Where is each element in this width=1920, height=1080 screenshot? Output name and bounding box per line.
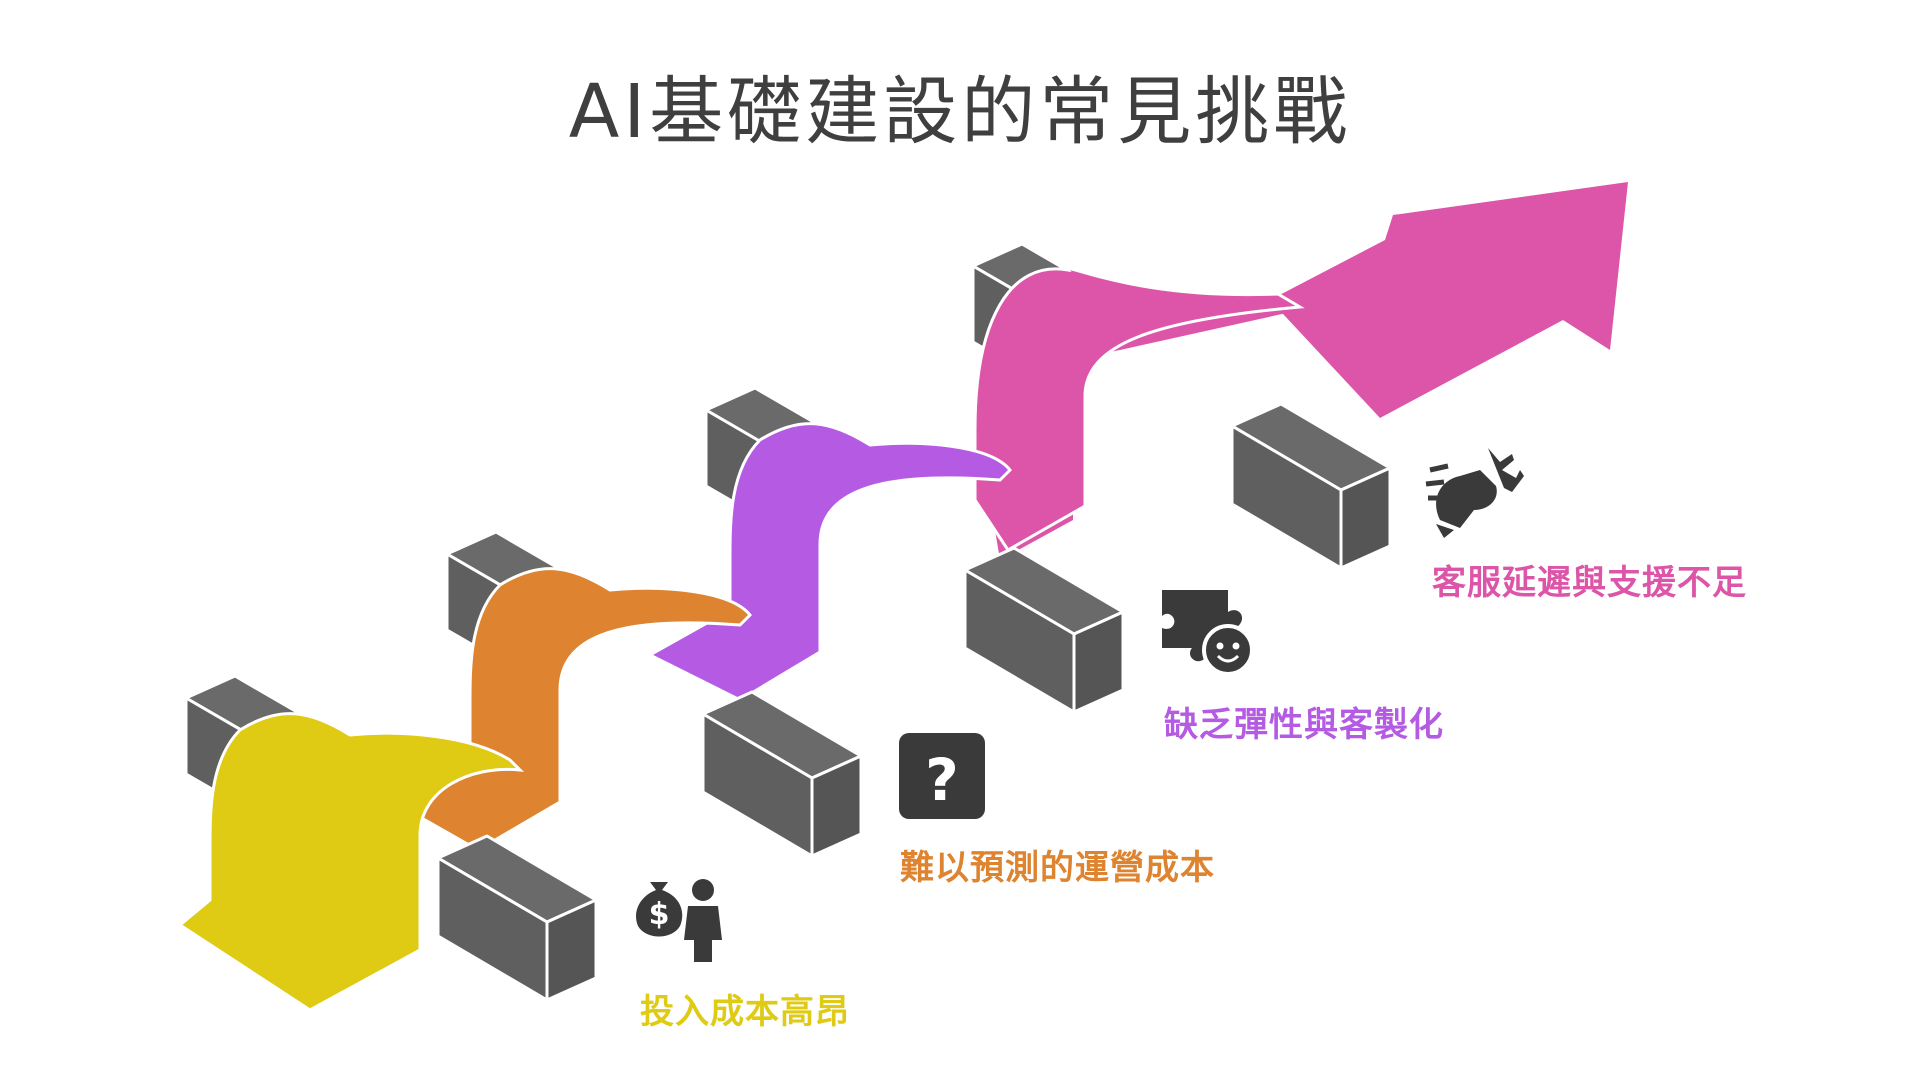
arrow-head [1270,182,1628,418]
ribbon-step-1 [177,712,525,1012]
puzzle-face-icon [1162,590,1254,676]
step-label-3: 缺乏彈性與客製化 [1164,705,1444,745]
hand-fork-icon [1425,448,1524,538]
ribbon-1-wave [177,712,525,1012]
ribbon-step-3 [646,422,1013,702]
svg-text:$: $ [649,897,670,932]
block-front-3 [963,546,1125,714]
ribbon-3-wave [646,422,1013,702]
step-label-2: 難以預測的運營成本 [900,848,1215,888]
ribbon-2-wave [386,567,753,852]
money-bag-person-icon: $ [636,879,722,962]
question-mark-icon: ? [899,733,985,819]
ribbon-step-2 [386,567,753,852]
step-label-4: 客服延遲與支援不足 [1432,563,1747,603]
ribbon-step-4 [973,182,1628,560]
svg-text:?: ? [925,746,959,814]
block-front-2 [701,690,863,858]
step-label-1: 投入成本高昂 [640,992,850,1032]
page-title: AI基礎建設的常見挑戰 [568,69,1352,155]
ribbon-4-wave [973,266,1305,553]
block-front-4 [1230,402,1392,570]
block-front-1 [436,834,598,1002]
